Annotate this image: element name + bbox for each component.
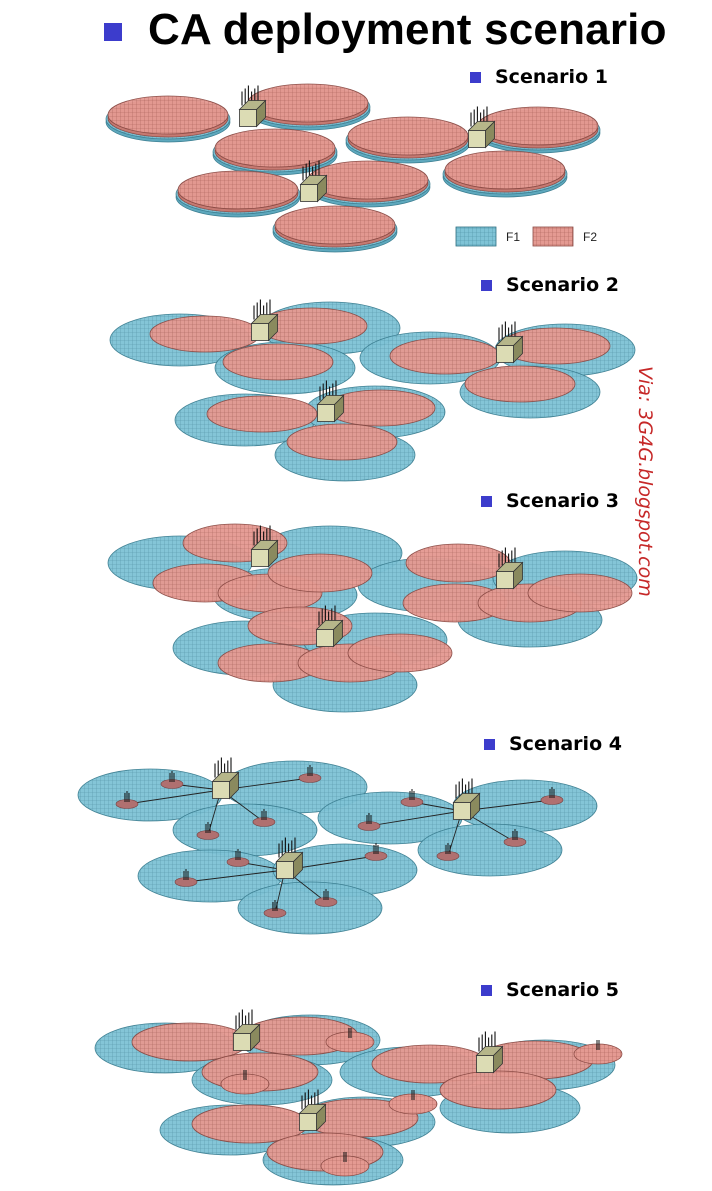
scenario-1-label: Scenario 1: [470, 66, 608, 88]
scenario-3-text: Scenario 3: [506, 490, 619, 512]
scenario-1-text: Scenario 1: [495, 66, 608, 88]
rrh-fiber-link: [126, 789, 222, 805]
f2-cell: [107, 95, 229, 135]
legend-f2-swatch: [532, 226, 574, 247]
tower-front: [496, 345, 514, 363]
tower-front: [316, 629, 334, 647]
scenario-2-diagram: [109, 301, 636, 482]
f2-cell: [177, 170, 299, 210]
bullet-icon: [481, 495, 492, 507]
bullet-icon: [484, 738, 495, 750]
title-bullet-icon: [104, 23, 122, 41]
tower-front: [276, 861, 294, 879]
tower-front: [476, 1055, 494, 1073]
f2-cell: [464, 365, 576, 403]
scenario-5-text: Scenario 5: [506, 979, 619, 1001]
tower-front: [300, 184, 318, 202]
rrh-fiber-link: [185, 869, 286, 883]
f1-cell: [237, 881, 383, 935]
scenario-2-label: Scenario 2: [481, 274, 619, 296]
f2-cell: [274, 205, 396, 245]
f1-cell: [417, 823, 563, 877]
f2-cell: [149, 315, 261, 353]
tower-front: [496, 571, 514, 589]
f2-cell: [247, 83, 369, 123]
scenario-1-diagram: [105, 83, 601, 253]
repeater-coverage: [220, 1073, 270, 1095]
bullet-icon: [481, 984, 492, 996]
page-title-group: CA deployment scenario: [104, 4, 667, 56]
f2-cell: [477, 106, 599, 146]
scenario-4-diagram: [77, 760, 598, 935]
scenario-3-label: Scenario 3: [481, 490, 619, 512]
repeater-coverage: [573, 1043, 623, 1065]
f2-cell: [206, 395, 318, 433]
repeater-coverage: [388, 1093, 438, 1115]
scenario-2-text: Scenario 2: [506, 274, 619, 296]
legend-f2-label: F2: [583, 230, 597, 244]
legend-f1-swatch: [455, 226, 497, 247]
tower-front: [317, 404, 335, 422]
f2-cell: [405, 543, 511, 583]
base-stations: [211, 85, 524, 1132]
bullet-icon: [481, 279, 492, 291]
scenario-4-label: Scenario 4: [484, 733, 622, 755]
scenario-4-text: Scenario 4: [509, 733, 622, 755]
repeater-coverage: [320, 1155, 370, 1177]
tower-front: [239, 109, 257, 127]
tower-front: [453, 802, 471, 820]
legend-f1-label: F1: [506, 230, 520, 244]
f2-cell: [267, 553, 373, 593]
scenario-5-label: Scenario 5: [481, 979, 619, 1001]
tower-front: [299, 1113, 317, 1131]
f2-cell: [444, 150, 566, 190]
scenario-3-diagram: [107, 523, 638, 713]
f2-cell: [527, 573, 633, 613]
f2-cell: [347, 633, 453, 673]
rrh-fiber-link: [368, 810, 463, 827]
tower-front: [233, 1033, 251, 1051]
tower-front: [212, 781, 230, 799]
bullet-icon: [470, 71, 481, 83]
scenario-5-diagram: [94, 1014, 623, 1186]
f2-cell: [222, 343, 334, 381]
f2-cell: [214, 128, 336, 168]
f2-cell: [286, 423, 398, 461]
f2-cell: [389, 337, 501, 375]
page-title: CA deployment scenario: [148, 5, 667, 54]
f2-cell: [439, 1070, 557, 1110]
tower-front: [468, 130, 486, 148]
f2-cell: [347, 116, 469, 156]
legend: F1 F2: [455, 226, 597, 247]
tower-front: [251, 323, 269, 341]
repeater-coverage: [325, 1031, 375, 1053]
tower-front: [251, 549, 269, 567]
